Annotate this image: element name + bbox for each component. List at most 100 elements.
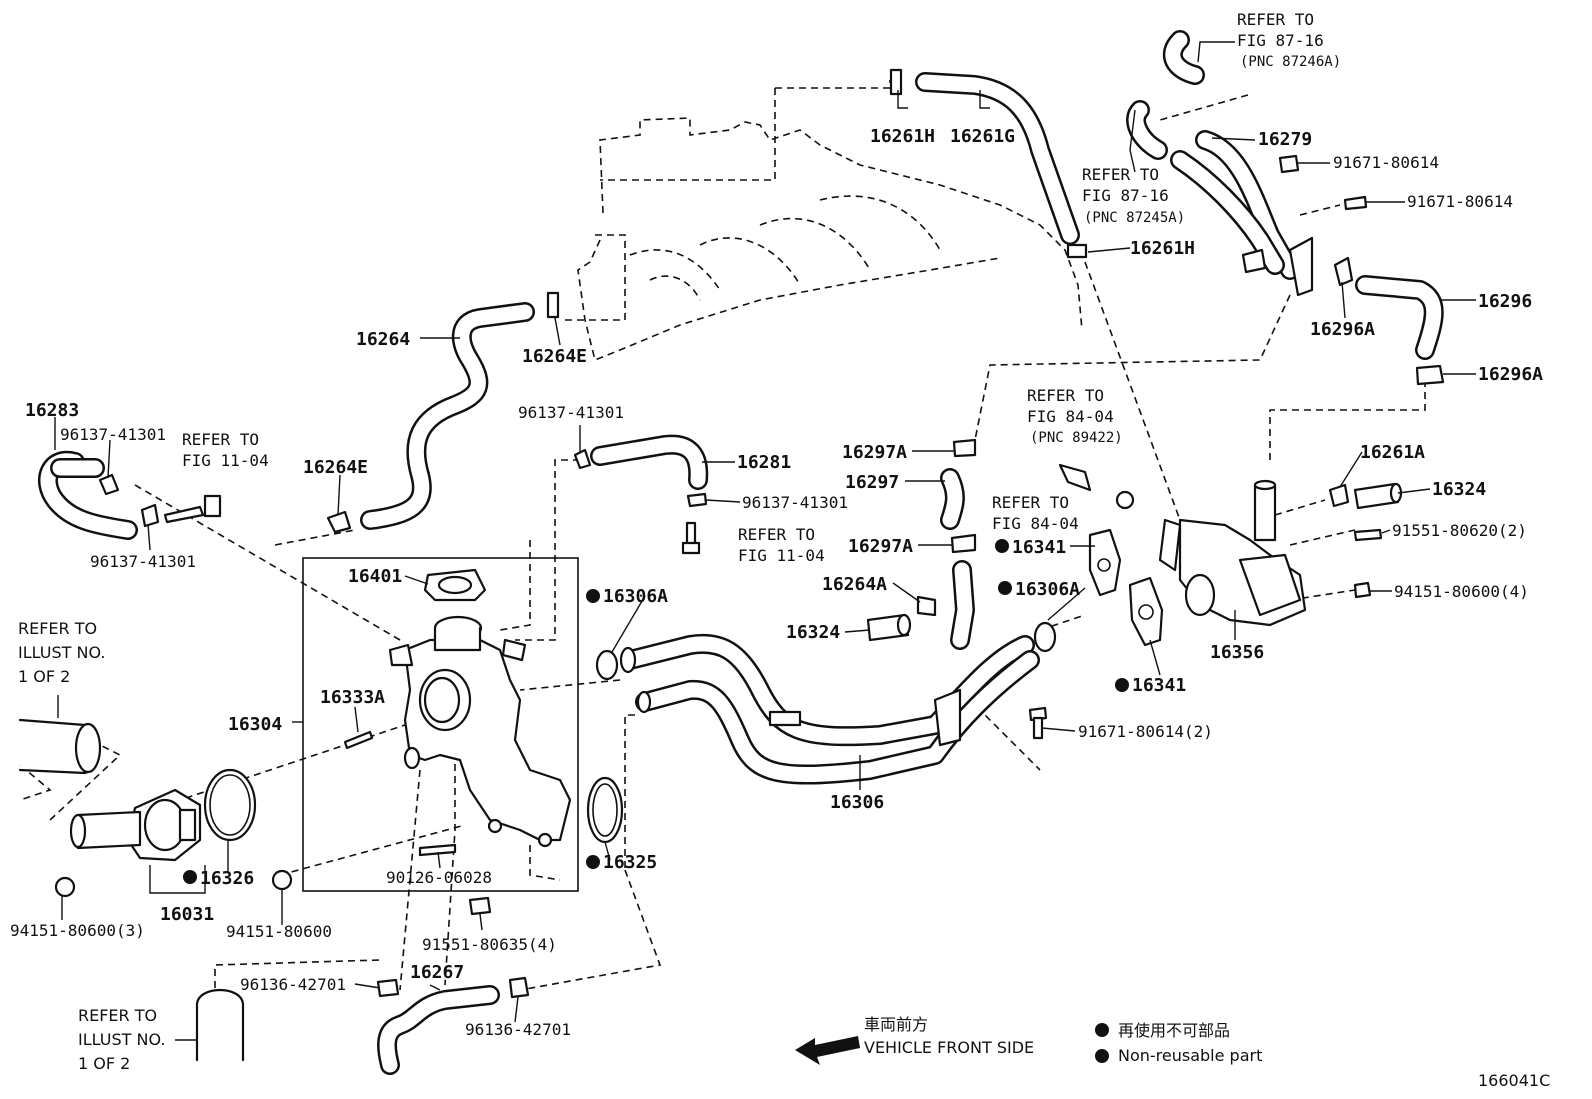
hose-87-16-a [1162,30,1205,85]
refer-illust-a-l1[interactable]: REFER TO [18,619,97,638]
label-96136-a[interactable]: 96136-42701 [240,975,346,994]
label-16296A-a[interactable]: 16296A [1310,319,1375,340]
gasket-16341-a [1088,528,1122,597]
hose-upper-ref [18,718,102,775]
label-16324-b[interactable]: 16324 [1432,479,1486,500]
hose-87-16-b [1126,100,1168,160]
label-94151[interactable]: 94151-80600 [226,922,332,941]
stud-16333A [343,730,374,750]
hose-16281 [590,434,709,490]
label-16264E-a[interactable]: 16264E [522,346,587,367]
stud-90126 [418,843,457,857]
label-16261G[interactable]: 16261G [950,126,1015,147]
label-16264E-b[interactable]: 16264E [303,457,368,478]
leader-lines [54,41,1476,1041]
label-16264A[interactable]: 16264A [822,574,887,595]
label-91551-4[interactable]: 91551-80635(4) [422,935,557,954]
refer-87-16-a-l3: (PNC 87246A) [1240,54,1341,70]
water-inlet-16304 [388,615,572,848]
figure-code: 166041C [1478,1071,1550,1090]
refer-11-04-b-l2[interactable]: FIG 11-04 [738,546,825,565]
label-16031[interactable]: 16031 [160,904,214,925]
refer-87-16-b-l1[interactable]: REFER TO [1082,165,1159,184]
refer-84-04-b-l2[interactable]: FIG 84-04 [992,514,1079,533]
refer-11-04-a-l2[interactable]: FIG 11-04 [182,451,269,470]
label-16279[interactable]: 16279 [1258,129,1312,150]
label-16296[interactable]: 16296 [1478,291,1532,312]
label-16306A-b[interactable]: 16306A [1015,579,1080,600]
label-16261A[interactable]: 16261A [1360,442,1425,463]
hose-16261G [915,72,1080,245]
refer-84-04-a-l2[interactable]: FIG 84-04 [1027,407,1114,426]
refer-11-04-b-l1[interactable]: REFER TO [738,525,815,544]
label-96137-d[interactable]: 96137-41301 [742,493,848,512]
refer-illust-b-l3: 1 OF 2 [78,1054,130,1073]
thermostat-16031 [69,788,202,862]
label-16326[interactable]: 16326 [200,868,254,889]
label-16333A[interactable]: 16333A [320,687,385,708]
label-94151-4[interactable]: 94151-80600(4) [1394,582,1529,601]
label-90126[interactable]: 90126-06028 [386,868,492,887]
label-91671-2[interactable]: 91671-80614(2) [1078,722,1213,741]
refer-87-16-b-l3: (PNC 87245A) [1084,210,1185,226]
label-16283[interactable]: 16283 [25,400,79,421]
refer-87-16-b-l2[interactable]: FIG 87-16 [1082,186,1169,205]
hose-16264 [360,302,535,530]
label-16401[interactable]: 16401 [348,566,402,587]
water-outlet-16356 [1158,479,1307,627]
refer-notes: REFER TO FIG 87-16 (PNC 87246A) REFER TO… [18,10,1341,1073]
label-16267[interactable]: 16267 [410,962,464,983]
label-94151-3[interactable]: 94151-80600(3) [10,921,145,940]
label-16296A-b[interactable]: 16296A [1478,364,1543,385]
hose-16279 [1170,130,1300,280]
label-16324-a[interactable]: 16324 [786,622,840,643]
refer-11-04-a-l1[interactable]: REFER TO [182,430,259,449]
legend: 車両前方 VEHICLE FRONT SIDE 再使用不可部品 Non-reus… [795,1015,1550,1090]
hose-lower-ref [195,988,245,1062]
label-16304[interactable]: 16304 [228,714,282,735]
label-91671-b[interactable]: 91671-80614 [1407,192,1513,211]
hose-16296 [1355,275,1444,360]
refer-illust-b-l1[interactable]: REFER TO [78,1006,157,1025]
oring-16306A-right [1033,621,1057,653]
legend-direction-en: VEHICLE FRONT SIDE [864,1038,1034,1057]
refer-84-04-a-l1[interactable]: REFER TO [1027,386,1104,405]
label-96137-b[interactable]: 96137-41301 [90,552,196,571]
label-96136-b[interactable]: 96136-42701 [465,1020,571,1039]
front-arrow-icon [795,1036,860,1065]
refer-illust-a-l2[interactable]: ILLUST NO. [18,643,105,662]
hose-16283 [38,450,138,540]
refer-87-16-a-l1[interactable]: REFER TO [1237,10,1314,29]
refer-87-16-a-l2[interactable]: FIG 87-16 [1237,31,1324,50]
label-91671-a[interactable]: 91671-80614 [1333,153,1439,172]
label-16297A-b[interactable]: 16297A [848,536,913,557]
label-96137-a[interactable]: 96137-41301 [60,425,166,444]
label-16341-a[interactable]: 16341 [1012,537,1066,558]
label-16297[interactable]: 16297 [845,472,899,493]
label-16261H-mid[interactable]: 16261H [1130,238,1195,259]
pipe-16306 [619,633,1040,785]
label-16261H-top[interactable]: 16261H [870,126,935,147]
label-16264[interactable]: 16264 [356,329,410,350]
label-16356[interactable]: 16356 [1210,642,1264,663]
nonreusable-dots [183,539,1129,1063]
label-16325[interactable]: 16325 [603,852,657,873]
label-16306A-a[interactable]: 16306A [603,586,668,607]
gasket-16325 [586,776,624,844]
refer-84-04-b-l1[interactable]: REFER TO [992,493,1069,512]
label-16281[interactable]: 16281 [737,452,791,473]
label-91551-2[interactable]: 91551-80620(2) [1392,521,1527,540]
refer-illust-b-l2[interactable]: ILLUST NO. [78,1030,165,1049]
label-16341-b[interactable]: 16341 [1132,675,1186,696]
label-16297A-a[interactable]: 16297A [842,442,907,463]
label-96137-c[interactable]: 96137-41301 [518,403,624,422]
legend-nonreusable-en: Non-reusable part [1118,1046,1262,1065]
hose-16264A-stub [950,560,975,650]
part-labels: 16261H 16261G 16261H 16279 91671-80614 9… [10,126,1543,1039]
hose-16267 [377,985,500,1075]
assembly-box [302,557,579,892]
label-16306[interactable]: 16306 [830,792,884,813]
legend-direction-jp: 車両前方 [864,1015,928,1034]
oring-16306A-left [595,649,619,681]
